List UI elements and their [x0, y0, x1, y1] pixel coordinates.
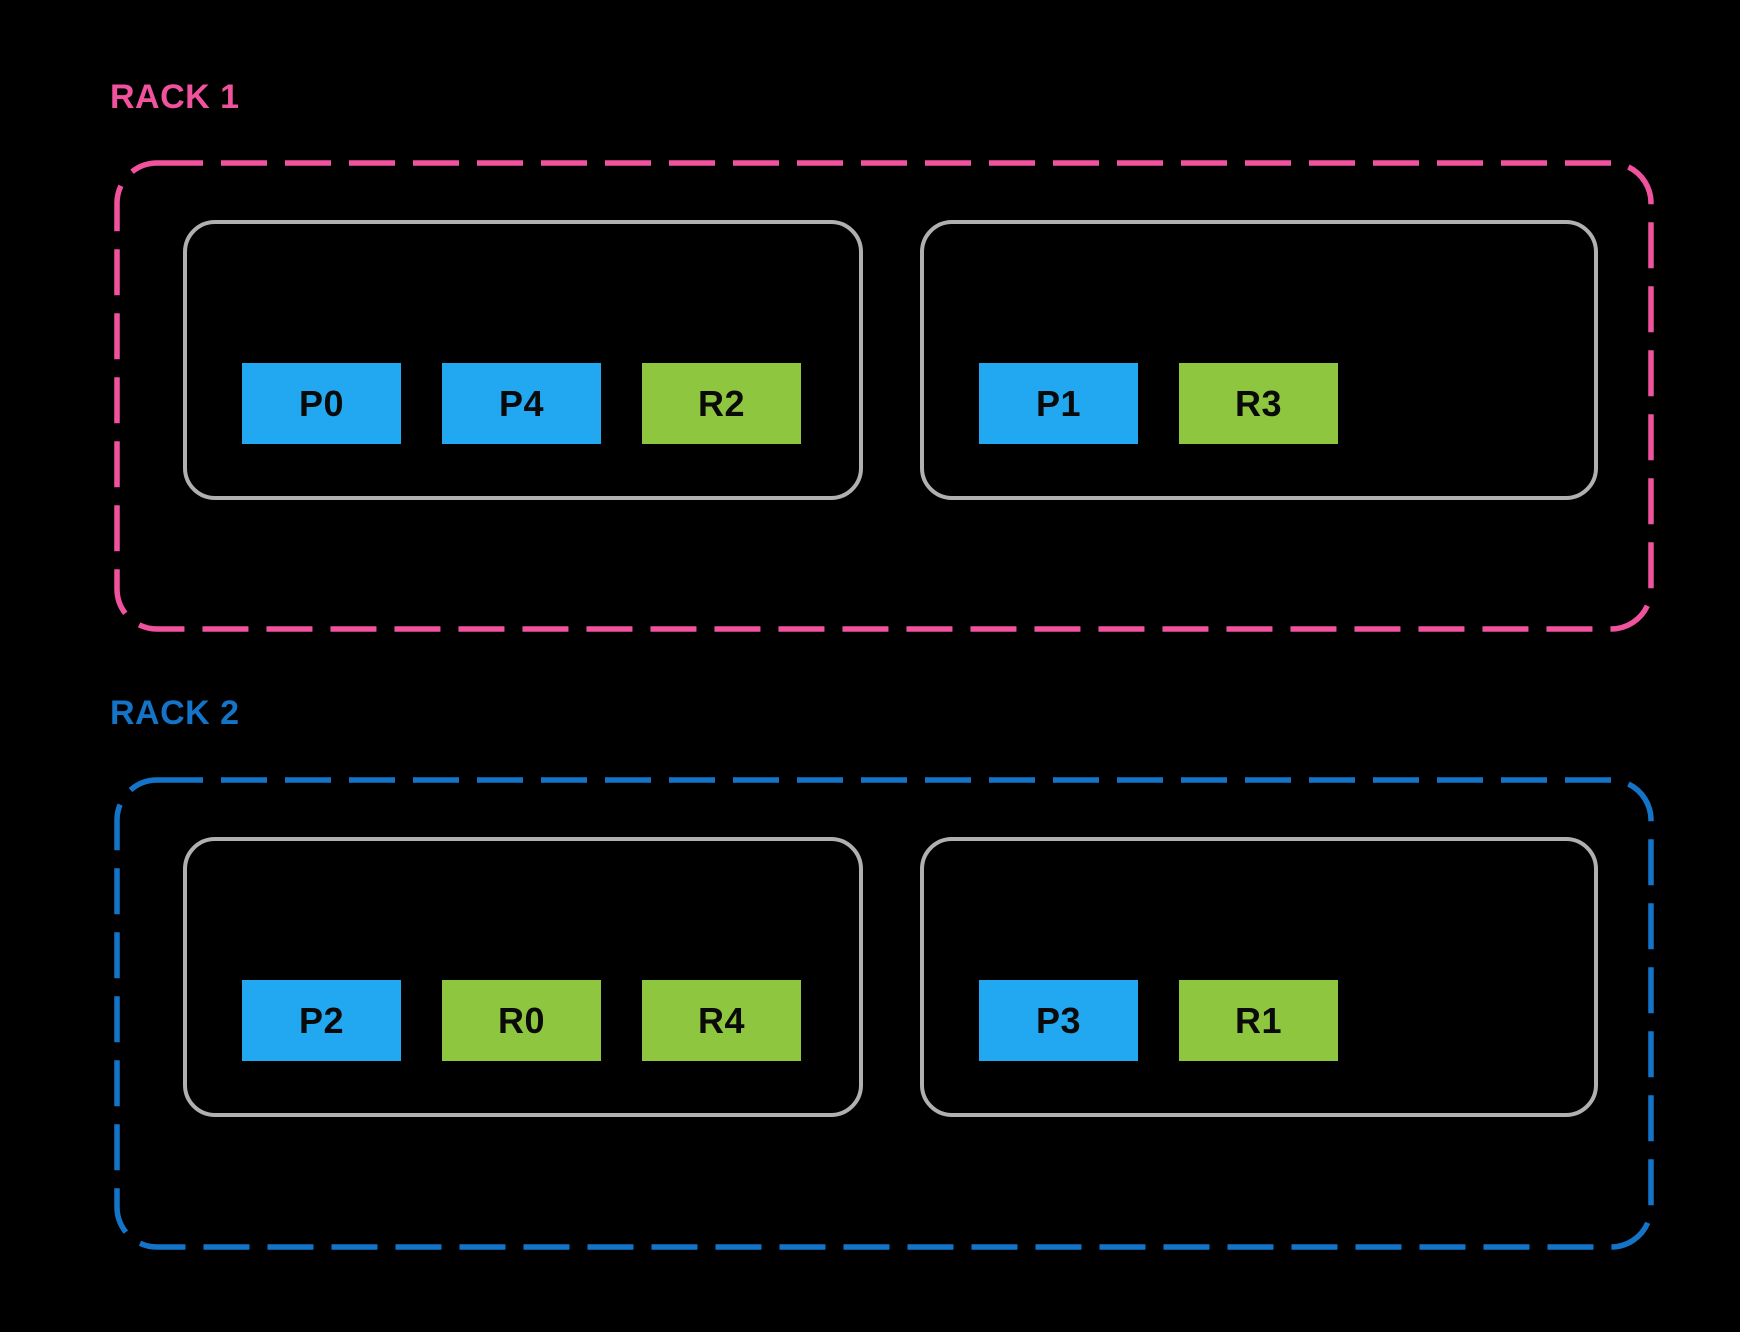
rack-2-node-2: P3 R1: [920, 837, 1598, 1117]
rack-1-node-2: P1 R3: [920, 220, 1598, 500]
rack-2-dashed-outline: [114, 777, 1654, 1250]
block-P3: P3: [979, 980, 1138, 1061]
rack-2-node-1-blocks: P2 R0 R4: [242, 980, 801, 1061]
rack-2-label: RACK 2: [110, 694, 240, 732]
rack-2-node-1: P2 R0 R4: [183, 837, 863, 1117]
block-R3: R3: [1179, 363, 1338, 444]
block-P4: P4: [442, 363, 601, 444]
rack-2-container: P2 R0 R4 P3 R1: [114, 777, 1654, 1250]
block-P1: P1: [979, 363, 1138, 444]
block-R2: R2: [642, 363, 801, 444]
rack-2-node-2-blocks: P3 R1: [979, 980, 1338, 1061]
block-R4: R4: [642, 980, 801, 1061]
rack-1-node-2-blocks: P1 R3: [979, 363, 1338, 444]
rack-1-node-1-blocks: P0 P4 R2: [242, 363, 801, 444]
block-R0: R0: [442, 980, 601, 1061]
rack-1-container: P0 P4 R2 P1 R3: [114, 160, 1654, 632]
rack-1-label: RACK 1: [110, 78, 240, 116]
block-R1: R1: [1179, 980, 1338, 1061]
block-P0: P0: [242, 363, 401, 444]
rack-1-node-1: P0 P4 R2: [183, 220, 863, 500]
block-P2: P2: [242, 980, 401, 1061]
rack-1-dashed-outline: [114, 160, 1654, 632]
